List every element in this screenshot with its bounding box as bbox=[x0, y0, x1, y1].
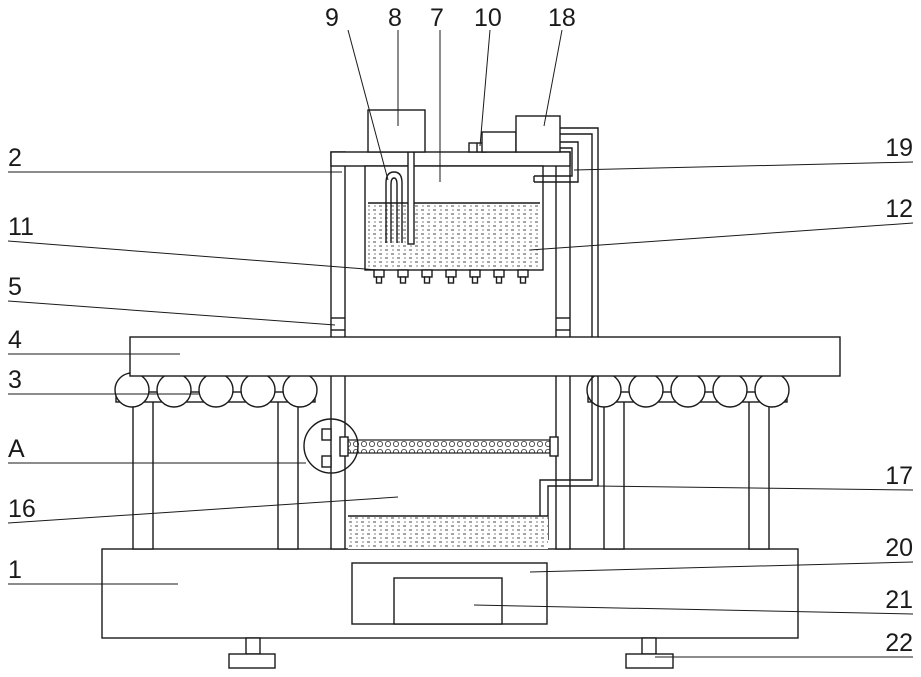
control-panel bbox=[394, 578, 502, 624]
label-7: 7 bbox=[430, 4, 444, 32]
label-8: 8 bbox=[388, 4, 402, 32]
lower-tank bbox=[348, 516, 548, 549]
label-2: 2 bbox=[8, 144, 22, 172]
roller-stand-left bbox=[115, 373, 317, 549]
label-20: 20 bbox=[885, 534, 913, 562]
spray-nozzle bbox=[470, 270, 480, 283]
spray-nozzles bbox=[374, 270, 528, 283]
spray-nozzle bbox=[446, 270, 456, 283]
label-5: 5 bbox=[8, 273, 22, 301]
spray-nozzle bbox=[398, 270, 408, 283]
label-3: 3 bbox=[8, 366, 22, 394]
roller-stand-right bbox=[587, 373, 789, 549]
label-4: 4 bbox=[8, 326, 22, 354]
label-19: 19 bbox=[885, 134, 913, 162]
label-10: 10 bbox=[474, 4, 502, 32]
label-12: 12 bbox=[885, 195, 913, 223]
label-18: 18 bbox=[548, 4, 576, 32]
spray-nozzle bbox=[422, 270, 432, 283]
spray-nozzle bbox=[374, 270, 384, 283]
label-11: 11 bbox=[8, 213, 34, 241]
conveyor-belt bbox=[130, 337, 840, 376]
label-9: 9 bbox=[325, 4, 339, 32]
foot-right bbox=[626, 638, 673, 668]
foot-left bbox=[229, 638, 275, 668]
spray-nozzle bbox=[518, 270, 528, 283]
blower bbox=[482, 116, 560, 152]
label-16: 16 bbox=[8, 495, 36, 523]
label-21: 21 bbox=[885, 586, 913, 614]
filter-screen bbox=[340, 437, 558, 456]
label-1: 1 bbox=[8, 556, 22, 584]
label-a: A bbox=[8, 435, 25, 463]
spray-nozzle bbox=[494, 270, 504, 283]
label-17: 17 bbox=[885, 462, 913, 490]
label-22: 22 bbox=[885, 629, 913, 657]
top-box bbox=[368, 110, 425, 152]
